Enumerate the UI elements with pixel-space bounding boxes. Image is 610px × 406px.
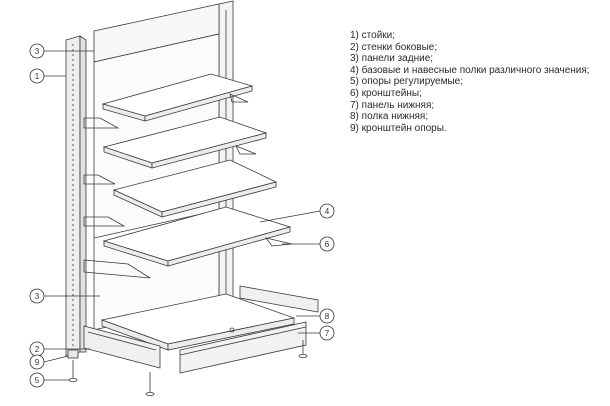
svg-text:6: 6 xyxy=(325,240,330,249)
callout-back-panel-top: 3 xyxy=(29,43,94,59)
legend-item-8: 8) полка нижняя; xyxy=(350,111,429,123)
callout-support-bracket: 9 xyxy=(29,354,69,370)
svg-text:9: 9 xyxy=(35,358,40,367)
callout-bracket: 6 xyxy=(282,236,335,252)
svg-text:4: 4 xyxy=(325,207,330,216)
parts-legend: 1) стойки; 2) стенки боковые; 3) панели … xyxy=(350,30,605,134)
svg-text:1: 1 xyxy=(35,72,40,81)
legend-item-7: 7) панель нижняя; xyxy=(350,99,435,111)
callout-back-panel-bottom: 3 xyxy=(29,288,100,304)
legend-item-5: 5) опоры регулируемые; xyxy=(350,76,464,88)
callout-bottom-panel: 7 xyxy=(298,325,335,341)
svg-text:7: 7 xyxy=(325,329,330,338)
shelf-2 xyxy=(102,116,268,169)
svg-text:3: 3 xyxy=(35,47,40,56)
bracket-set xyxy=(83,93,293,279)
side-wall xyxy=(83,325,161,369)
legend-item-2: 2) стенки боковые; xyxy=(350,41,438,53)
svg-text:8: 8 xyxy=(325,312,330,321)
callout-bottom-shelf: 8 xyxy=(296,308,335,324)
svg-text:3: 3 xyxy=(35,292,40,301)
legend-item-6: 6) кронштейны; xyxy=(350,87,422,99)
legend-item-9: 9) кронштейн опоры. xyxy=(350,122,447,134)
legend-item-3: 3) панели задние; xyxy=(350,53,434,65)
legend-item-4: 4) базовые и навесные полки различного з… xyxy=(350,64,590,76)
callout-shelf: 4 xyxy=(259,203,335,223)
bottom-panel xyxy=(179,321,307,374)
shelf-4 xyxy=(102,206,292,267)
legend-item-1: 1) стойки; xyxy=(350,30,396,41)
front-upright xyxy=(65,35,87,357)
shelf-1 xyxy=(101,73,254,122)
shelf-3 xyxy=(112,159,278,218)
svg-text:2: 2 xyxy=(35,345,40,354)
callout-upright: 1 xyxy=(29,68,66,84)
callout-adjustable-foot: 5 xyxy=(29,372,69,388)
rear-upright xyxy=(218,0,234,305)
svg-text:5: 5 xyxy=(35,376,40,385)
bottom-shelf xyxy=(100,293,296,351)
rear-base-rail xyxy=(239,285,319,313)
